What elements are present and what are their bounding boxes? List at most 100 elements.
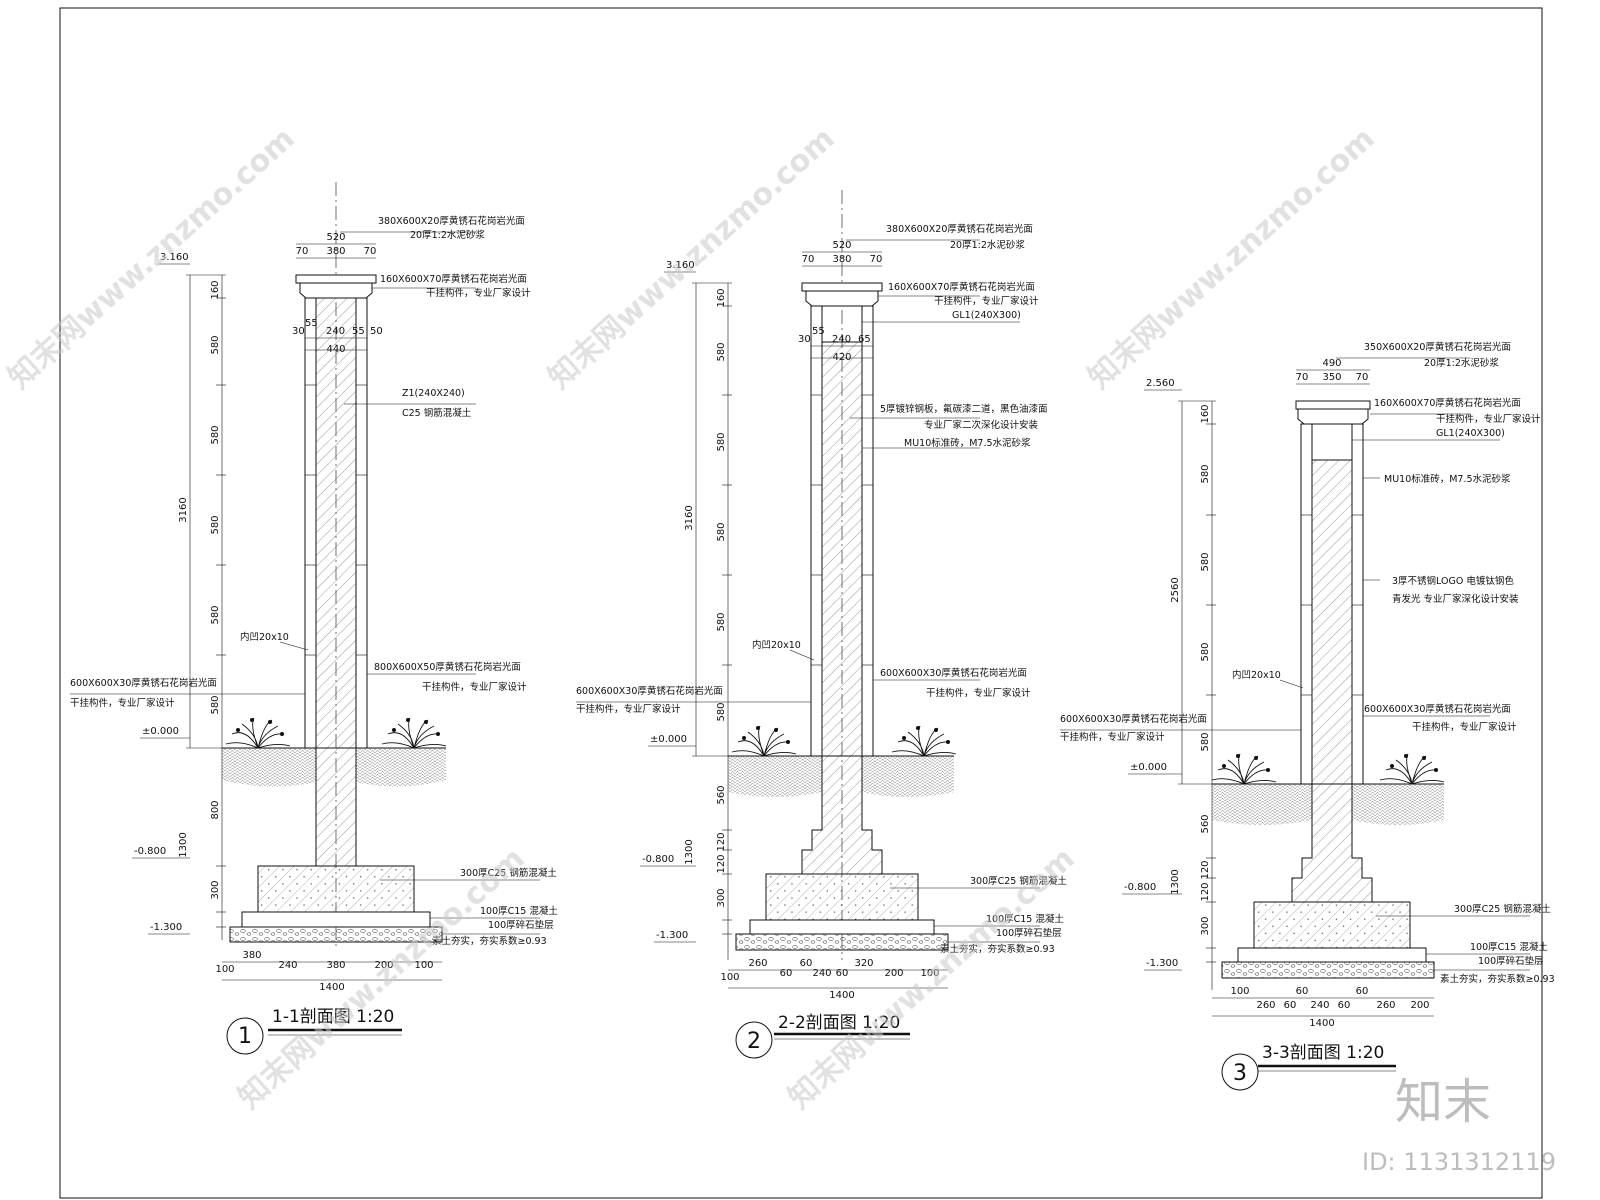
level-mid: -0.800 [1124,882,1156,893]
dim-below-0: 800 [210,800,221,819]
dim-h2: 580 [716,342,727,361]
dim-bottom-8: 100 [920,968,939,979]
note-beam: GL1(240X300) [1436,428,1505,439]
note-footing: 300厚C25 钢筋混凝土 [460,867,557,879]
section-number-circle [1221,1053,1259,1091]
level-mid: -0.800 [642,854,674,865]
footing [1253,901,1411,949]
dim-h8: 580 [1200,732,1211,751]
dim-h4: 580 [1200,552,1211,571]
column-below-ground [315,747,357,867]
stone-cladding-left [304,297,317,749]
drawing-frame [59,7,1543,1199]
dim-inner-0: 30 [798,334,811,345]
dim-below-0: 560 [716,785,727,804]
note-dry-hang: 干挂构件，专业厂家设计 [934,295,1039,307]
footing [257,865,415,913]
note-brick: MU10标准砖，M7.5水泥砂浆 [904,437,1031,449]
dim-inner-4: 50 [370,326,383,337]
dim-below-3: 300 [1200,916,1211,935]
watermark-text: 知末网www.znzmo.com [1082,121,1382,396]
dim-bottom-1: 380 [242,950,261,961]
dim-inner-3: 65 [858,334,871,345]
dim-h2: 580 [1200,464,1211,483]
dim-total-height: 3160 [684,505,695,530]
note-side-right: 600X600X30厚黄锈石花岗岩光面 [1364,703,1511,715]
note-beam: GL1(240X300) [952,310,1021,321]
section-number-circle [226,1017,264,1055]
c15-layer [1237,947,1427,963]
dim-below-total: 1300 [178,832,189,857]
dim-below-0: 560 [1200,814,1211,833]
dim-h6: 580 [716,522,727,541]
note-brick: MU10标准砖，M7.5水泥砂浆 [1384,473,1511,485]
dim-top-left: 70 [1296,372,1309,383]
stone-cladding-right [1351,423,1364,785]
note-mortar: 20厚1:2水泥砂浆 [410,229,485,241]
note-dry-hang: 干挂构件，专业厂家设计 [426,287,531,299]
dim-h6: 580 [210,515,221,534]
soil-ground-right [1352,784,1444,825]
note-c15: 100厚C15 混凝土 [480,905,558,917]
note-c15: 100厚C15 混凝土 [986,913,1064,925]
note-side-left: 600X600X30厚黄锈石花岗岩光面 [576,685,723,697]
note-dry-hang: 干挂构件，专业厂家设计 [1436,413,1541,425]
dim-below-3: 300 [716,888,727,907]
section-2: 3160 160 580 580 580 580 580 560 120 120… [576,190,1067,1059]
dim-h8: 580 [716,612,727,631]
dim-bottom-1: 260 [1256,1000,1275,1011]
stone-cladding-left [810,305,823,757]
column-shaft [1311,459,1353,785]
dim-top-total: 520 [832,240,851,251]
dim-bottom-4: 240 [812,968,831,979]
note-soil: 素土夯实，夯实系数≥0.93 [432,935,547,947]
note-gravel: 100厚碎石垫层 [1478,955,1544,967]
level-bottom: -1.300 [150,922,182,933]
note-steel-plate: 5厚镀锌钢板，氟碳漆二道，黑色油漆面 [880,403,1048,415]
dim-bottom-7: 200 [884,968,903,979]
dim-h6: 580 [1200,642,1211,661]
note-side-left-sub: 干挂构件，专业厂家设计 [576,703,681,715]
dim-bottom-6: 60 [1356,986,1369,997]
note-groove: 内凹20x10 [240,631,289,643]
dim-h8: 580 [210,605,221,624]
dim-bottom-3: 60 [800,958,813,969]
dim-bottom-total: 1400 [1309,1018,1334,1029]
dim-below-2: 120 [716,854,727,873]
dim-bottom-0: 100 [1230,986,1249,997]
dim-h0: 160 [1200,404,1211,423]
dim-inner-2: 240 [832,334,851,345]
footing [765,873,919,921]
level-ground: ±0.000 [1130,762,1167,773]
stone-joints [811,394,873,666]
dim-top-right: 70 [1356,372,1369,383]
dim-bottom-2: 60 [1284,1000,1297,1011]
note-cap-stone: 380X600X20厚黄锈石花岗岩光面 [378,215,525,227]
dim-bottom-0: 100 [720,972,739,983]
dim-top-right: 70 [870,254,883,265]
dim-bottom-total: 1400 [319,982,344,993]
dim-bottom-7: 260 [1376,1000,1395,1011]
dim-bottom-2: 60 [780,968,793,979]
dim-h4: 580 [716,432,727,451]
note-cap-stone: 350X600X20厚黄锈石花岗岩光面 [1364,341,1511,353]
dim-inner-1: 55 [305,318,318,329]
note-footing: 300厚C25 钢筋混凝土 [970,875,1067,887]
stone-joints [305,384,367,656]
note-groove: 内凹20x10 [752,639,801,651]
level-top: 3.160 [160,252,189,263]
section-number-circle [735,1021,773,1059]
watermark-text: 知末网www.znzmo.com [542,121,842,396]
gravel-layer [229,926,443,943]
note-steel-plate-sub: 专业厂家二次深化设计安装 [924,419,1039,431]
cap-block [299,282,373,299]
note-soil: 素土夯实，夯实系数≥0.93 [940,943,1055,955]
brand-logo: 知末 [1395,1074,1491,1130]
note-c15: 100厚C15 混凝土 [1470,941,1548,953]
dim-bottom-3: 380 [326,960,345,971]
soil-ground-right [356,748,446,787]
note-side-left: 600X600X30厚黄锈石花岗岩光面 [70,677,217,689]
note-side-right-sub: 干挂构件，专业厂家设计 [1412,721,1517,733]
note-logo-sub: 青发光 专业厂家深化设计安装 [1392,593,1519,605]
dim-bottom-total: 1400 [829,990,854,1001]
